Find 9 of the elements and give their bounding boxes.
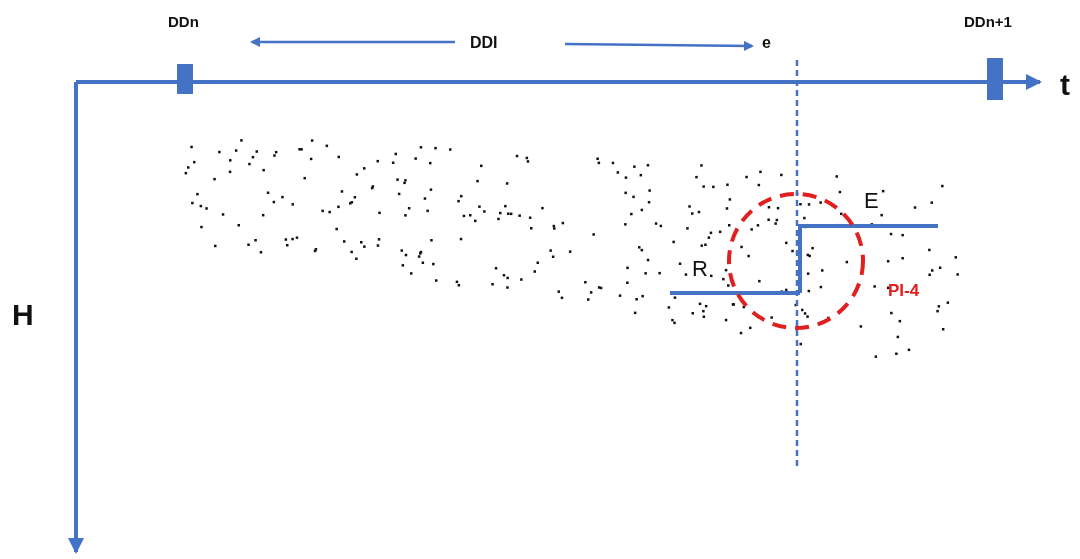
dimension-label: DDI — [470, 35, 498, 51]
axis-label: e — [762, 35, 771, 51]
axis-label: DDn+1 — [964, 14, 1012, 29]
axis-label: H — [12, 300, 34, 330]
circle-label: PI-4 — [888, 282, 920, 299]
axis-label: t — [1060, 70, 1070, 100]
point-label: E — [864, 190, 879, 212]
point-label: R — [692, 258, 708, 280]
axis-label: DDn — [168, 14, 199, 29]
